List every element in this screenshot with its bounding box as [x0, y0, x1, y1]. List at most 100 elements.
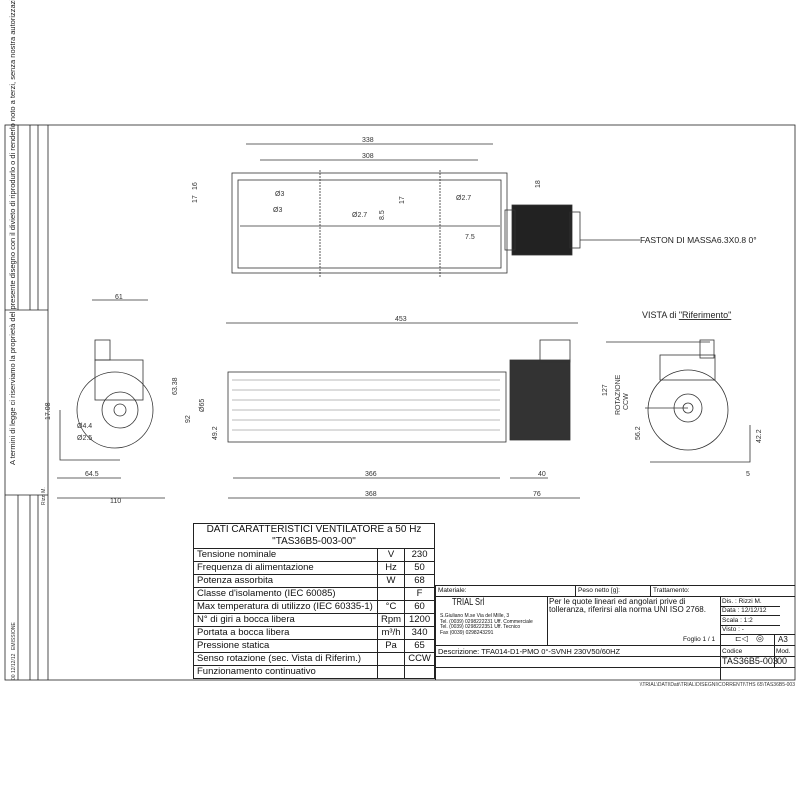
svg-text:Ø4.4: Ø4.4 — [77, 423, 92, 430]
spec-value: 340 — [404, 626, 435, 640]
svg-text:40: 40 — [538, 471, 546, 478]
spec-value: 65 — [404, 639, 435, 653]
side-strip: A termini di legge ci riserviamo la prop… — [8, 0, 47, 680]
top-view-dimensions: 338 308 16 17 18 17 8.5 7.5 Ø3 Ø3 Ø2.7 Ø… — [192, 137, 757, 245]
spec-value: CCW — [404, 652, 435, 666]
svg-text:18: 18 — [535, 180, 542, 188]
svg-text:Ø2.7: Ø2.7 — [456, 195, 471, 202]
spec-row: Funzionamento continuativo — [193, 665, 435, 679]
spec-label: Funzionamento continuativo — [193, 665, 378, 679]
svg-text:127: 127 — [602, 384, 609, 396]
front-view-dimensions: 453 92 Ø65 49.2 366 368 40 76 — [185, 316, 546, 498]
svg-text:17.08: 17.08 — [45, 402, 52, 420]
projection-circle-icon: ◎ — [756, 633, 764, 643]
left-view — [57, 299, 165, 499]
svg-text:92: 92 — [185, 415, 192, 423]
svg-text:EMISSIONE: EMISSIONE — [11, 622, 17, 650]
spec-value: 68 — [404, 574, 435, 588]
svg-text:Ø2.5: Ø2.5 — [77, 435, 92, 442]
svg-text:5: 5 — [746, 471, 750, 478]
svg-text:16: 16 — [192, 182, 199, 190]
spec-label: Portata a bocca libera — [193, 626, 378, 640]
svg-text:63.38: 63.38 — [172, 377, 179, 395]
spec-unit: V — [376, 548, 406, 562]
tolerance-note: Per le quote lineari ed angolari prive d… — [549, 597, 706, 614]
spec-table-code: "TAS36B5-003-00" — [193, 536, 435, 549]
spec-label: Potenza assorbita — [193, 574, 378, 588]
svg-text:8.5: 8.5 — [379, 210, 386, 220]
file-path: \\TRIAL\DATI\Dati\TRIAL\DISEGNI\CORRENTI… — [639, 682, 795, 688]
svg-text:61: 61 — [115, 294, 123, 301]
weight-label: Peso netto [g]: — [578, 587, 620, 594]
spec-label: Senso rotazione (sec. Vista di Riferim.) — [193, 652, 378, 666]
spec-unit — [376, 587, 406, 601]
sheet-format: A3 — [778, 635, 788, 644]
left-view-dimensions: 61 63.38 17.08 Ø4.4 Ø2.5 64.5 110 — [45, 294, 179, 505]
svg-text:42.2: 42.2 — [756, 429, 763, 443]
svg-text:368: 368 — [365, 491, 377, 498]
spec-unit: Hz — [376, 561, 406, 575]
code-label: Codice — [722, 648, 743, 655]
spec-table: DATI CARATTERISTICI VENTILATORE a 50 Hz … — [193, 523, 435, 679]
svg-text:Ø65: Ø65 — [199, 399, 206, 412]
spec-value: 60 — [404, 600, 435, 614]
material-label: Materiale: — [438, 587, 467, 594]
faston-callout: FASTON DI MASSA6.3X0.8 0° — [640, 235, 757, 245]
spec-unit — [376, 665, 406, 679]
sheet-number: Foglio 1 / 1 — [683, 636, 716, 643]
checked-by: Visto : - — [722, 626, 744, 633]
svg-text:64.5: 64.5 — [85, 471, 99, 478]
company-logo: TRIAL Srl — [452, 597, 485, 608]
reference-view — [606, 339, 751, 463]
svg-text:453: 453 — [395, 316, 407, 323]
spec-table-title: DATI CARATTERISTICI VENTILATORE a 50 Hz — [193, 523, 435, 536]
spec-label: Max temperatura di utilizzo (IEC 60335-1… — [193, 600, 378, 614]
spec-row: Classe d'isolamento (IEC 60085) F — [193, 587, 435, 601]
svg-text:00 12/12/12: 00 12/12/12 — [11, 653, 17, 680]
spec-unit: m³/h — [376, 626, 406, 640]
svg-text:7.5: 7.5 — [465, 234, 475, 241]
spec-value: 1200 — [404, 613, 435, 627]
spec-row: Max temperatura di utilizzo (IEC 60335-1… — [193, 600, 435, 614]
svg-text:338: 338 — [362, 137, 374, 144]
svg-text:308: 308 — [362, 153, 374, 160]
spec-label: Classe d'isolamento (IEC 60085) — [193, 587, 378, 601]
spec-label: Pressione statica — [193, 639, 378, 653]
code-value: TAS36B5-003 — [722, 656, 778, 666]
svg-text:49.2: 49.2 — [212, 426, 219, 440]
svg-text:76: 76 — [533, 491, 541, 498]
spec-label: Frequenza di alimentazione — [193, 561, 378, 575]
svg-text:VISTA di "Riferimento": VISTA di "Riferimento" — [642, 310, 731, 320]
svg-text:Rizzi M.: Rizzi M. — [41, 487, 47, 505]
svg-text:110: 110 — [110, 498, 121, 505]
scale: Scala : 1:2 — [722, 617, 753, 624]
mod-label: Mod. — [776, 648, 791, 655]
spec-label: Tensione nominale — [193, 548, 378, 562]
spec-value: 230 — [404, 548, 435, 562]
description: Descrizione: TFA014-D1-PMO 0°-SVNH 230V5… — [438, 647, 621, 656]
spec-value: F — [404, 587, 435, 601]
spec-value — [404, 665, 435, 679]
spec-label: N° di giri a bocca libera — [193, 613, 378, 627]
ownership-notice: A termini di legge ci riserviamo la prop… — [8, 0, 17, 465]
svg-text:Ø3: Ø3 — [273, 207, 282, 214]
svg-text:17: 17 — [192, 195, 199, 203]
spec-row: Senso rotazione (sec. Vista di Riferim.)… — [193, 652, 435, 666]
front-view — [226, 322, 580, 499]
date: Data : 12/12/12 — [722, 607, 767, 614]
top-view — [231, 143, 640, 278]
spec-value: 50 — [404, 561, 435, 575]
svg-text:Ø2.7: Ø2.7 — [352, 212, 367, 219]
spec-unit: Rpm — [376, 613, 406, 627]
mod-value: 00 — [777, 656, 788, 666]
svg-text:56.2: 56.2 — [635, 426, 642, 440]
reference-view-labels: VISTA di "Riferimento" 127 56.2 5 42.2 R… — [602, 310, 763, 478]
svg-text:366: 366 — [365, 471, 377, 478]
